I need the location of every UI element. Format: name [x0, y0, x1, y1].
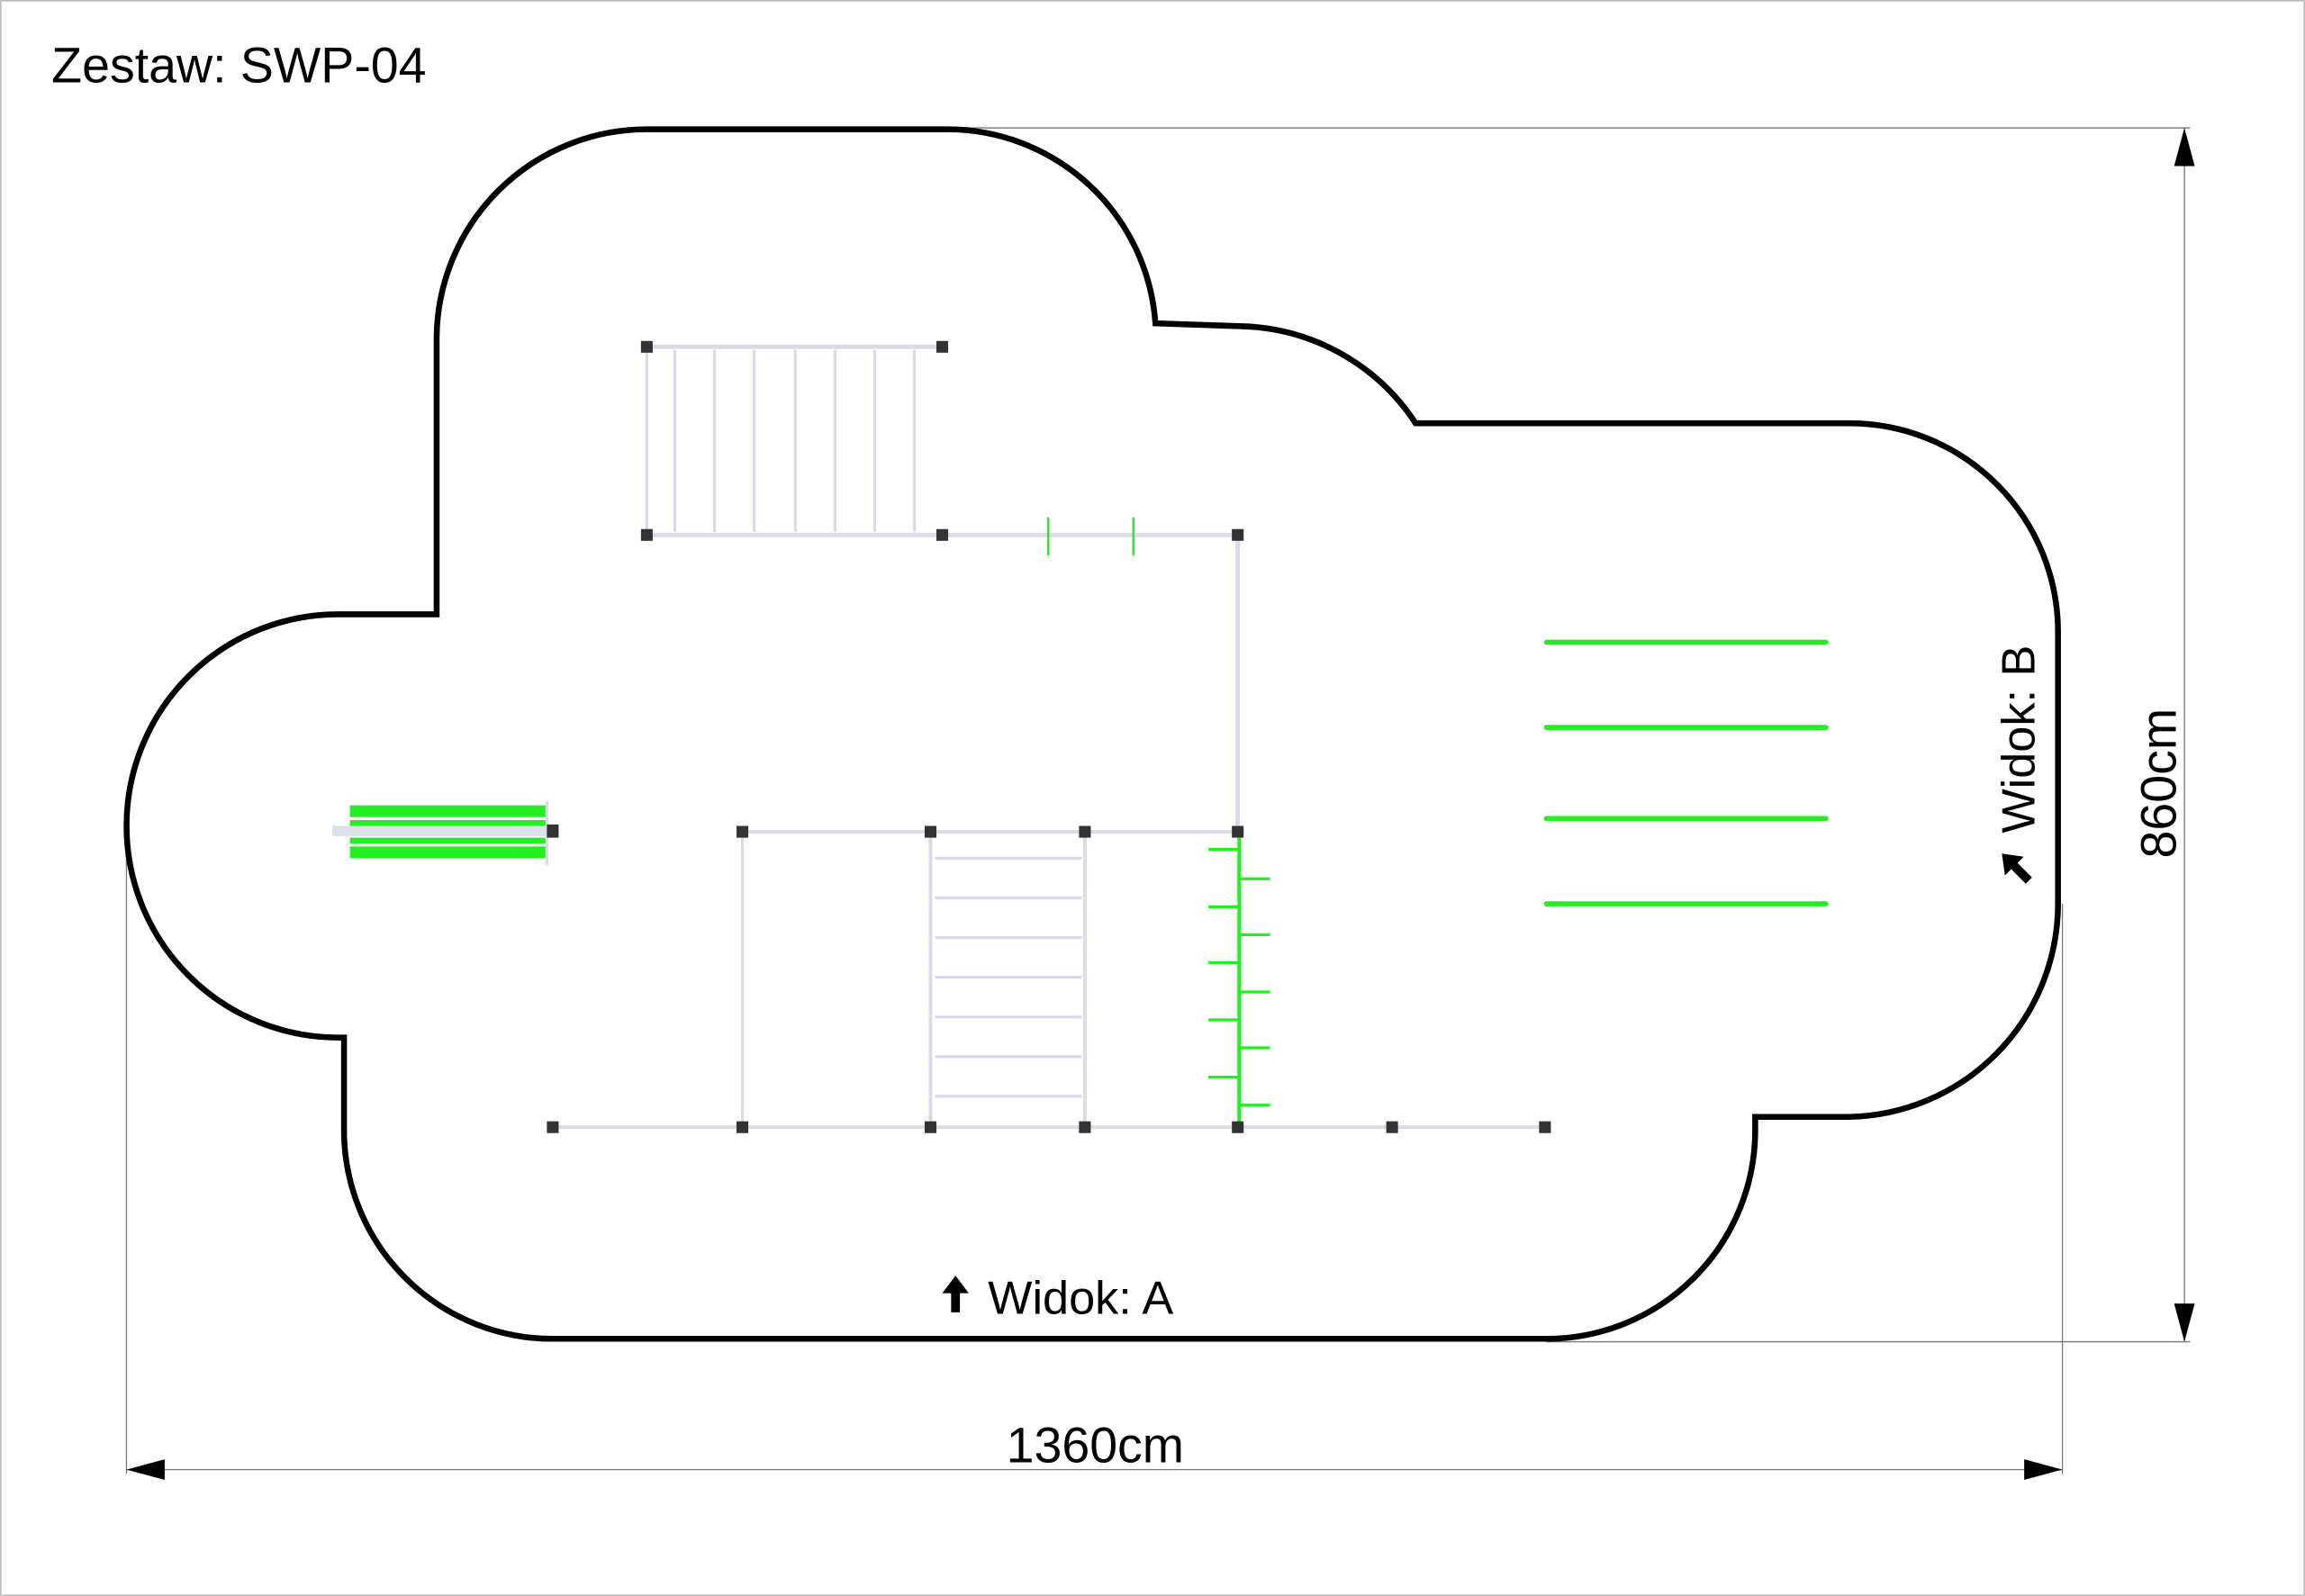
arrow-up-icon: [2002, 853, 2032, 884]
view-b-marker: Widok: B: [1993, 645, 2046, 884]
view-a-label: Widok: A: [988, 1273, 1173, 1325]
horizontal-ladder-top: [645, 344, 1241, 833]
lower-frame: [552, 830, 1545, 1130]
plan-title: Zestaw: SWP-04: [51, 37, 426, 93]
arrow-up-icon: [942, 1276, 969, 1312]
climbing-pole-green: [1208, 837, 1270, 1124]
safety-zone-outline: [123, 126, 2061, 1342]
posts: [547, 340, 1551, 1133]
view-a-marker: Widok: A: [942, 1273, 1173, 1325]
view-b-label: Widok: B: [1993, 645, 2046, 834]
height-dimension-label: 860cm: [2130, 708, 2186, 859]
width-dimension-label: 1360cm: [1007, 1417, 1184, 1473]
bench-green-left: [332, 800, 550, 866]
balance-bars-green: [1543, 639, 1829, 906]
dimension-lines: [125, 127, 2195, 1481]
